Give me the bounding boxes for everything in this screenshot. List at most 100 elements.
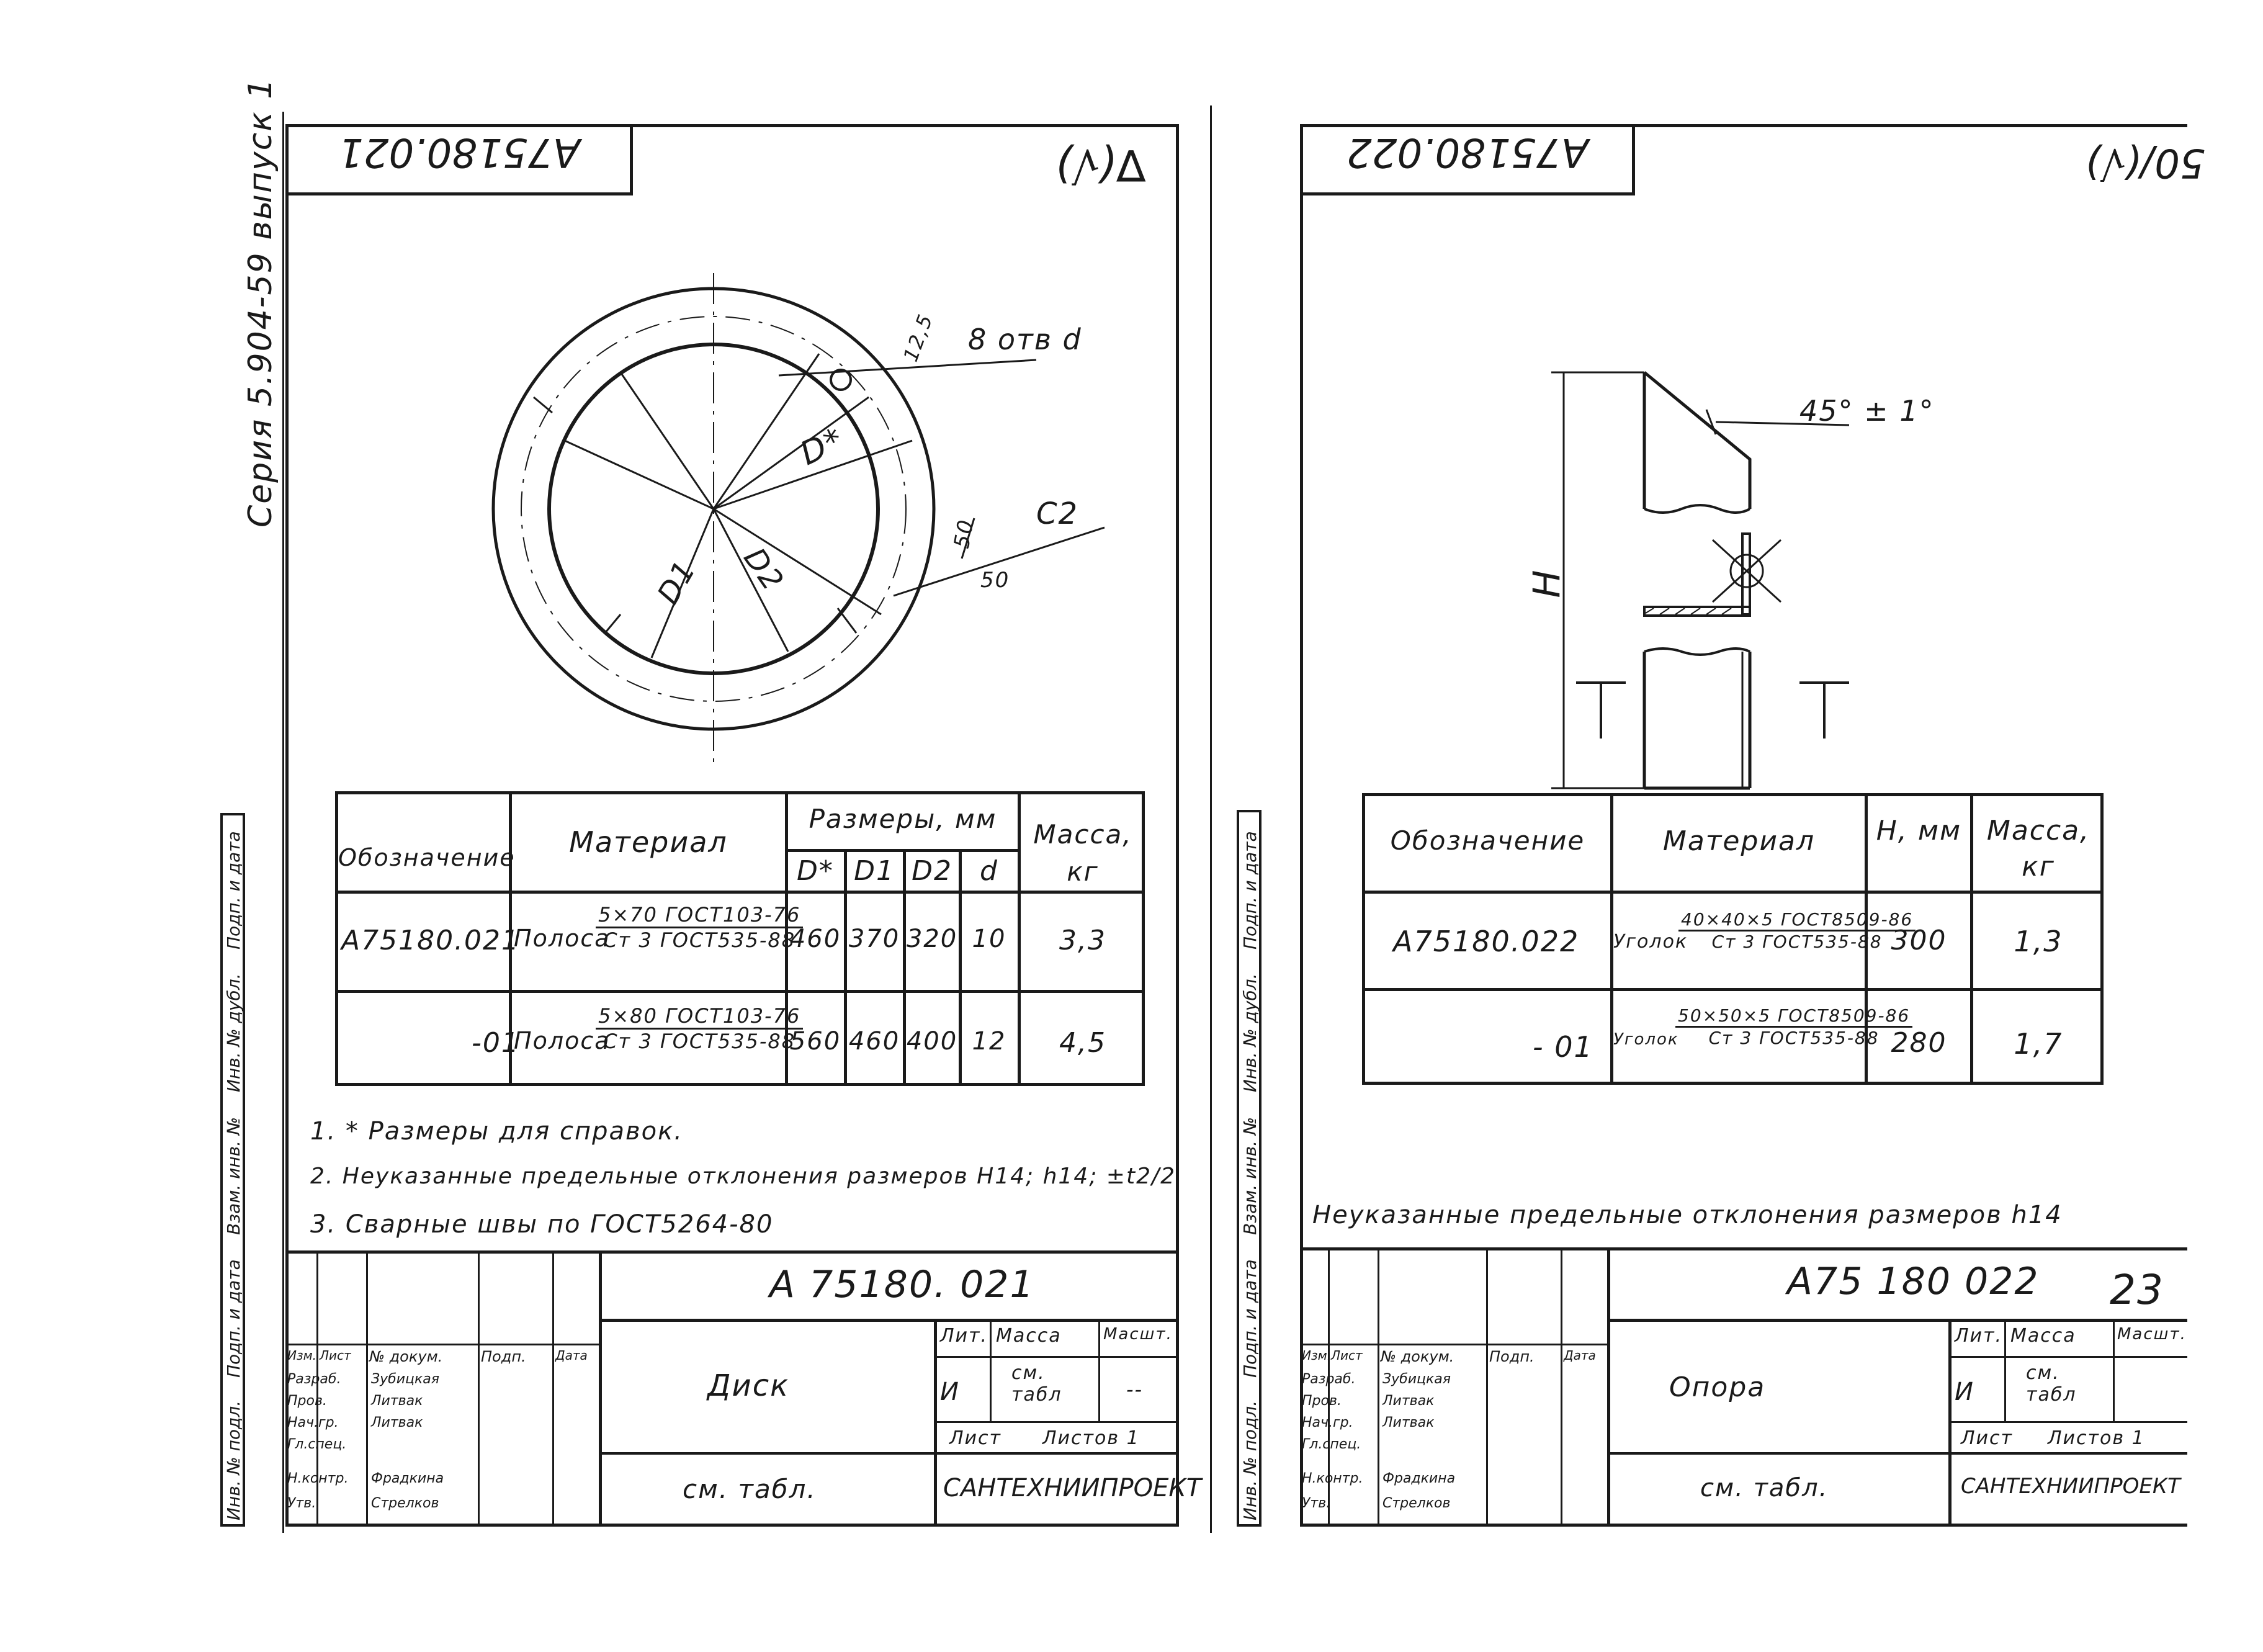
left-row1-dstar: 460 <box>789 925 841 953</box>
left-th-mass: Масса, кг <box>1033 819 1132 887</box>
left-th-designation: Обозначение <box>338 844 516 871</box>
left-roughness-mark: ∇(√) <box>1055 140 1146 191</box>
left-tb-role-3: Нач.гр. <box>287 1415 339 1430</box>
left-row1-mass: 3,3 <box>1059 925 1106 956</box>
right-row2-mat-frac: 50×50×5 ГОСТ8509-86 Ст 3 ГОСТ535-88 <box>1675 1005 1913 1048</box>
left-note-1: 1. * Размеры для справок. <box>310 1117 683 1146</box>
right-tb-lit-value: И <box>1955 1378 1974 1406</box>
angle-label: 45° ± 1° <box>1799 394 1935 428</box>
left-th-d1: D1 <box>854 855 895 887</box>
right-tb-col-date: Дата <box>1564 1348 1596 1363</box>
disc-drawing <box>491 273 1105 763</box>
left-tb-name: Диск <box>707 1368 790 1403</box>
right-row2-designation: - 01 <box>1533 1030 1593 1064</box>
support-drawing <box>1551 371 1850 790</box>
right-tb-col-list: Лист <box>1331 1348 1363 1363</box>
right-side-stamp <box>1237 810 1261 1527</box>
right-tb-role-2: Пров. <box>1302 1393 1342 1409</box>
left-tb-org: САНТЕХНИИПРОЕКТ <box>943 1474 1202 1502</box>
left-tb-role-2: Пров. <box>287 1393 327 1409</box>
left-row1-mat-frac: 5×70 ГОСТ103-76 Ст 3 ГОСТ535-88 <box>596 903 804 952</box>
left-row2-d1: 460 <box>848 1027 900 1056</box>
left-tb-role-4: Гл.спец. <box>287 1437 347 1452</box>
right-row2-mat-num: 50×50×5 ГОСТ8509-86 <box>1675 1005 1913 1028</box>
left-row2-mat-frac: 5×80 ГОСТ103-76 Ст 3 ГОСТ535-88 <box>596 1004 804 1053</box>
right-tb-role-3: Нач.гр. <box>1302 1415 1353 1430</box>
right-tb-role-4: Гл.спец. <box>1302 1437 1361 1452</box>
left-spec-table <box>335 791 1145 1086</box>
left-code-box: А75180.021 <box>285 124 633 195</box>
right-tb-role-1: Разраб. <box>1302 1371 1356 1387</box>
left-tb-role-1: Разраб. <box>287 1371 341 1387</box>
right-stamp-label-2: Подп. и дата <box>1240 1259 1260 1378</box>
right-tb-role-6: Утв. <box>1302 1496 1331 1511</box>
right-tb-sheet-label: Лист <box>1961 1427 2014 1449</box>
right-tb-mass-value: см. табл <box>2026 1362 2077 1406</box>
right-tb-sheets-label: Листов 1 <box>2048 1427 2145 1449</box>
right-tb-role-5: Н.контр. <box>1302 1471 1363 1486</box>
right-tb-org: САНТЕХНИИПРОЕКТ <box>1961 1474 2180 1499</box>
right-tb-name-1: Зубицкая <box>1382 1371 1451 1387</box>
right-tb-scale-label: Масшт. <box>2117 1325 2187 1344</box>
right-spec-table <box>1362 793 2104 1085</box>
left-tb-sheets-label: Листов 1 <box>1042 1427 1140 1449</box>
right-tb-name-6: Стрелков <box>1382 1496 1451 1511</box>
left-tb-col-list: Лист <box>320 1348 351 1363</box>
right-row1-mat-frac: 40×40×5 ГОСТ8509-86 Ст 3 ГОСТ535-88 <box>1678 909 1916 952</box>
left-tb-col-date: Дата <box>555 1348 588 1363</box>
left-row2-designation: -01 <box>472 1027 520 1059</box>
right-tb-col-izm: Изм. <box>1302 1348 1332 1363</box>
left-th-sizes: Размеры, мм <box>809 804 997 834</box>
right-row1-mat-den: Ст 3 ГОСТ535-88 <box>1711 931 1883 952</box>
right-code-box-text: А75180.022 <box>1347 129 1589 175</box>
left-th-material: Материал <box>569 825 728 859</box>
right-tb-name: Опора <box>1669 1371 1766 1403</box>
left-tb-scale-value: -- <box>1126 1378 1144 1401</box>
right-code-box: А75180.022 <box>1300 124 1635 195</box>
disc-hole <box>830 369 852 391</box>
right-tb-code: А75 180 022 <box>1787 1260 2040 1303</box>
left-row1-d2: 320 <box>906 925 958 953</box>
right-stamp-label-4: Инв. № дубл. <box>1240 973 1260 1092</box>
left-row1-mat-num: 5×70 ГОСТ103-76 <box>596 903 804 928</box>
right-th-h: Н, мм <box>1876 815 1962 846</box>
left-row2-mat-den: Ст 3 ГОСТ535-88 <box>603 1030 796 1053</box>
right-th-mass: Масса, кг <box>1986 815 2090 882</box>
left-tb-scale-label: Масшт. <box>1103 1325 1173 1344</box>
right-row2-mat-den: Ст 3 ГОСТ535-88 <box>1708 1028 1880 1048</box>
left-tb-name-1: Зубицкая <box>371 1371 439 1387</box>
left-row2-mat-num: 5×80 ГОСТ103-76 <box>596 1004 804 1030</box>
left-margin-line <box>282 112 284 1533</box>
left-row2-d: 12 <box>972 1027 1006 1056</box>
left-row1-designation: А75180.021 <box>341 925 521 956</box>
left-note-3: 3. Сварные швы по ГОСТ5264-80 <box>310 1210 774 1239</box>
chamfer-50a: 50 <box>949 517 979 550</box>
right-row2-mass: 1,7 <box>2014 1027 2063 1061</box>
left-row1-d1: 370 <box>848 925 900 953</box>
left-row1-d: 10 <box>972 925 1006 953</box>
right-th-designation: Обозначение <box>1390 825 1585 856</box>
series-note: Серия 5.904-59 выпуск 1 <box>242 77 279 527</box>
left-row2-mat-prefix: Полоса <box>514 1027 611 1054</box>
left-th-d: d <box>980 855 998 887</box>
left-tb-sheet-label: Лист <box>949 1427 1002 1449</box>
right-roughness-mark: 50/(√) <box>2085 140 2205 186</box>
left-tb-code: А 75180. 021 <box>769 1263 1035 1306</box>
left-row2-dstar: 560 <box>789 1027 841 1056</box>
left-tb-col-izm: Изм. <box>287 1348 317 1363</box>
right-tb-mass-label: Масса <box>2010 1325 2076 1347</box>
left-side-stamp <box>220 813 245 1527</box>
right-tb-col-sign: Подп. <box>1489 1348 1535 1365</box>
left-row1-mat-den: Ст 3 ГОСТ535-88 <box>603 928 796 952</box>
right-tb-name-5: Фрадкина <box>1382 1471 1456 1486</box>
left-tb-name-2: Литвак <box>371 1393 423 1409</box>
left-stamp-label-3: Взам. инв. № <box>223 1116 244 1235</box>
right-stamp-label-5: Подп. и дата <box>1240 831 1260 949</box>
right-th-material: Материал <box>1662 825 1816 857</box>
right-row1-designation: А75180.022 <box>1393 925 1580 958</box>
left-row2-d2: 400 <box>906 1027 958 1056</box>
holes-label: 8 отв d <box>968 323 1082 356</box>
left-stamp-label-1: Инв. № подл. <box>223 1400 244 1520</box>
right-stamp-label-3: Взам. инв. № <box>1240 1116 1260 1235</box>
left-code-box-text: А75180.021 <box>338 129 580 175</box>
